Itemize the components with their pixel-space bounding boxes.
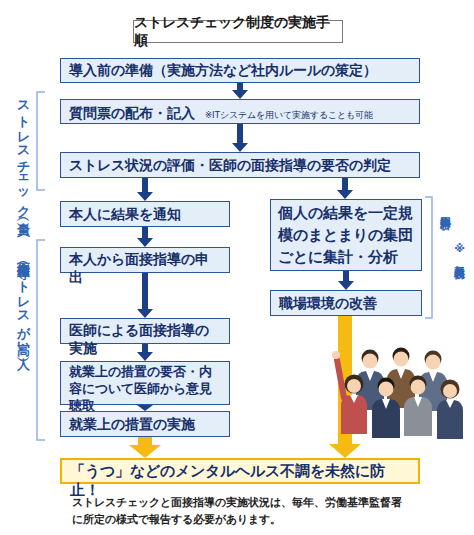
flow-arrow bbox=[337, 178, 353, 199]
person-face bbox=[411, 380, 426, 395]
step-text: ストレス状況の評価・医師の面接指導の要否の判定 bbox=[69, 156, 391, 174]
person-body bbox=[341, 395, 367, 434]
person-figure bbox=[372, 378, 400, 439]
step-box: 医師による面接指導の実施 bbox=[60, 318, 230, 344]
person-figure bbox=[419, 351, 447, 412]
step-text: 個人の結果を一定規模のまとまりの集団ごとに集計・分析 bbox=[278, 203, 414, 268]
person-body bbox=[404, 397, 432, 436]
person-collar bbox=[350, 395, 358, 403]
person-collar bbox=[382, 399, 390, 409]
person-hair bbox=[393, 348, 410, 365]
step-text: 医師による面接指導の実施 bbox=[69, 321, 221, 357]
person-face bbox=[394, 352, 409, 367]
section-label: 集団分析 bbox=[437, 207, 452, 211]
step-text: 本人から面接指導の申出 bbox=[69, 250, 221, 286]
title-text: ストレスチェック制度の実施手順 bbox=[134, 14, 342, 50]
person-body bbox=[387, 369, 415, 408]
step-box: 本人から面接指導の申出 bbox=[60, 247, 230, 273]
person-collar bbox=[429, 372, 437, 382]
flow-arrow bbox=[137, 227, 153, 247]
person-hair bbox=[345, 375, 364, 394]
flow-arrow bbox=[137, 273, 153, 318]
person-hair bbox=[378, 378, 395, 395]
person-hair bbox=[425, 351, 442, 368]
step-box: 就業上の措置の実施 bbox=[60, 411, 230, 437]
goal-box: 「うつ」などのメンタルヘルス不調を未然に防止！ bbox=[60, 458, 420, 484]
person-face bbox=[443, 384, 457, 398]
section-label: ※努力義務 bbox=[451, 242, 466, 260]
person-body bbox=[437, 400, 463, 439]
note-text: ※ITシステムを用いて実施することも可能 bbox=[205, 110, 373, 121]
step-text: 就業上の措置の実施 bbox=[69, 415, 195, 433]
step-box: 職場環境の改善 bbox=[270, 290, 422, 316]
person-hair bbox=[441, 380, 460, 399]
person-face bbox=[426, 355, 441, 370]
step-box: ストレス状況の評価・医師の面接指導の要否の判定 bbox=[60, 152, 420, 178]
raised-arm bbox=[337, 360, 344, 398]
person-hair bbox=[362, 350, 379, 367]
section-bracket bbox=[37, 92, 45, 190]
flow-arrow bbox=[232, 124, 248, 152]
caption-text: ストレスチェックと面接指導の実施状況は、毎年、労働基準監督署に所定の様式で報告す… bbox=[72, 494, 410, 528]
section-bracket bbox=[425, 197, 432, 318]
person-figure bbox=[387, 348, 415, 409]
person-collar bbox=[446, 400, 454, 408]
title-box: ストレスチェック制度の実施手順 bbox=[133, 20, 343, 43]
person-figure bbox=[356, 350, 384, 411]
person-body bbox=[419, 372, 447, 411]
step-box: 個人の結果を一定規模のまとまりの集団ごとに集計・分析 bbox=[270, 199, 422, 271]
flow-arrow bbox=[137, 344, 153, 361]
step-text: 質問票の配布・記入 bbox=[69, 104, 195, 122]
step-text: 就業上の措置の要否・内容について医師から意見聴取 bbox=[69, 364, 221, 415]
section-label: ストレスチェック（全員） bbox=[14, 92, 31, 216]
flow-arrow bbox=[338, 271, 354, 290]
person-collar bbox=[366, 371, 374, 381]
section-label: 面接指導（ストレスが高い人） bbox=[14, 252, 31, 350]
step-text: 職場環境の改善 bbox=[279, 294, 377, 312]
step-box: 導入前の準備（実施方法など社内ルールの策定） bbox=[60, 58, 420, 83]
person-face bbox=[379, 382, 394, 397]
person-hair bbox=[410, 376, 427, 393]
flow-arrow bbox=[329, 316, 361, 458]
step-box: 就業上の措置の要否・内容について医師から意見聴取 bbox=[60, 361, 230, 405]
person-body bbox=[372, 399, 400, 438]
flow-arrow bbox=[232, 83, 248, 99]
person-face bbox=[347, 379, 361, 393]
raised-hand bbox=[332, 351, 340, 359]
step-text: 導入前の準備（実施方法など社内ルールの策定） bbox=[69, 61, 377, 79]
person-face bbox=[363, 354, 378, 369]
flow-arrow bbox=[137, 178, 153, 201]
step-text: 「うつ」などのメンタルヘルス不調を未然に防止！ bbox=[70, 462, 410, 500]
step-box: 質問票の配布・記入 ※ITシステムを用いて実施することも可能 bbox=[60, 99, 420, 124]
person-figure bbox=[404, 376, 432, 437]
person-body bbox=[356, 371, 384, 410]
person-collar bbox=[414, 397, 422, 407]
person-collar bbox=[397, 369, 405, 379]
person-figure bbox=[437, 380, 463, 440]
person-figure bbox=[341, 375, 367, 435]
step-text: 本人に結果を通知 bbox=[69, 205, 181, 223]
flow-arrow bbox=[129, 437, 161, 458]
section-bracket bbox=[37, 240, 45, 440]
step-box: 本人に結果を通知 bbox=[60, 201, 230, 227]
